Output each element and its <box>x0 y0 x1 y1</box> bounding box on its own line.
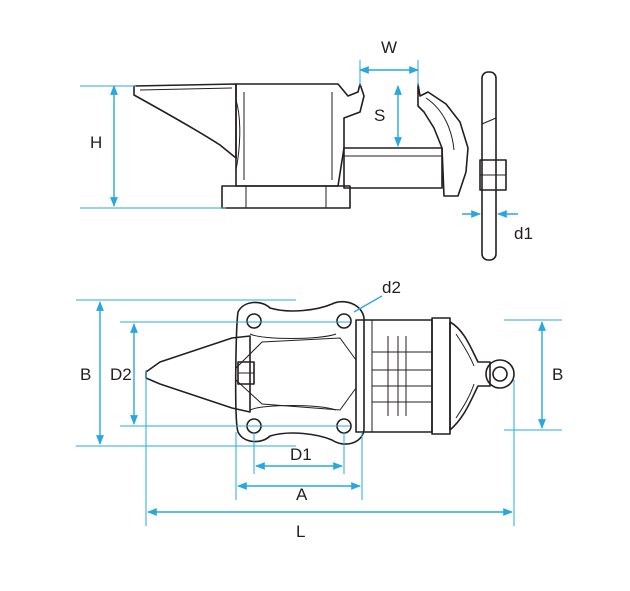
handle-end-inner <box>492 366 508 382</box>
front-jaw-top <box>431 317 451 435</box>
movable-jaw <box>417 83 469 197</box>
top-view <box>76 295 562 526</box>
slide-body-top <box>355 319 433 433</box>
label-d1: d1 <box>514 224 533 243</box>
screw-boss-top <box>449 321 491 431</box>
anvil-horn-top <box>145 335 251 413</box>
label-D2: D2 <box>110 365 132 384</box>
mounting-hole-top-left <box>246 313 262 329</box>
label-S: S <box>374 106 385 125</box>
handle-end-outer <box>485 359 515 389</box>
mounting-hole-top-right <box>336 313 352 329</box>
dimension-labels: W S H d1 d2 B D2 B D1 A L <box>80 38 563 541</box>
slide-bar <box>343 147 443 189</box>
side-view <box>80 60 518 261</box>
label-A: A <box>296 485 308 504</box>
label-D1: D1 <box>290 445 312 464</box>
base-plate-top <box>234 300 365 445</box>
label-W: W <box>381 38 397 57</box>
label-L: L <box>296 522 305 541</box>
label-B-left: B <box>80 365 91 384</box>
vise-base-foot <box>221 185 351 209</box>
label-B-right: B <box>552 365 563 384</box>
label-H: H <box>90 133 102 152</box>
label-d2: d2 <box>382 278 401 297</box>
anvil-horn <box>133 83 237 159</box>
vise-handle <box>481 71 497 261</box>
